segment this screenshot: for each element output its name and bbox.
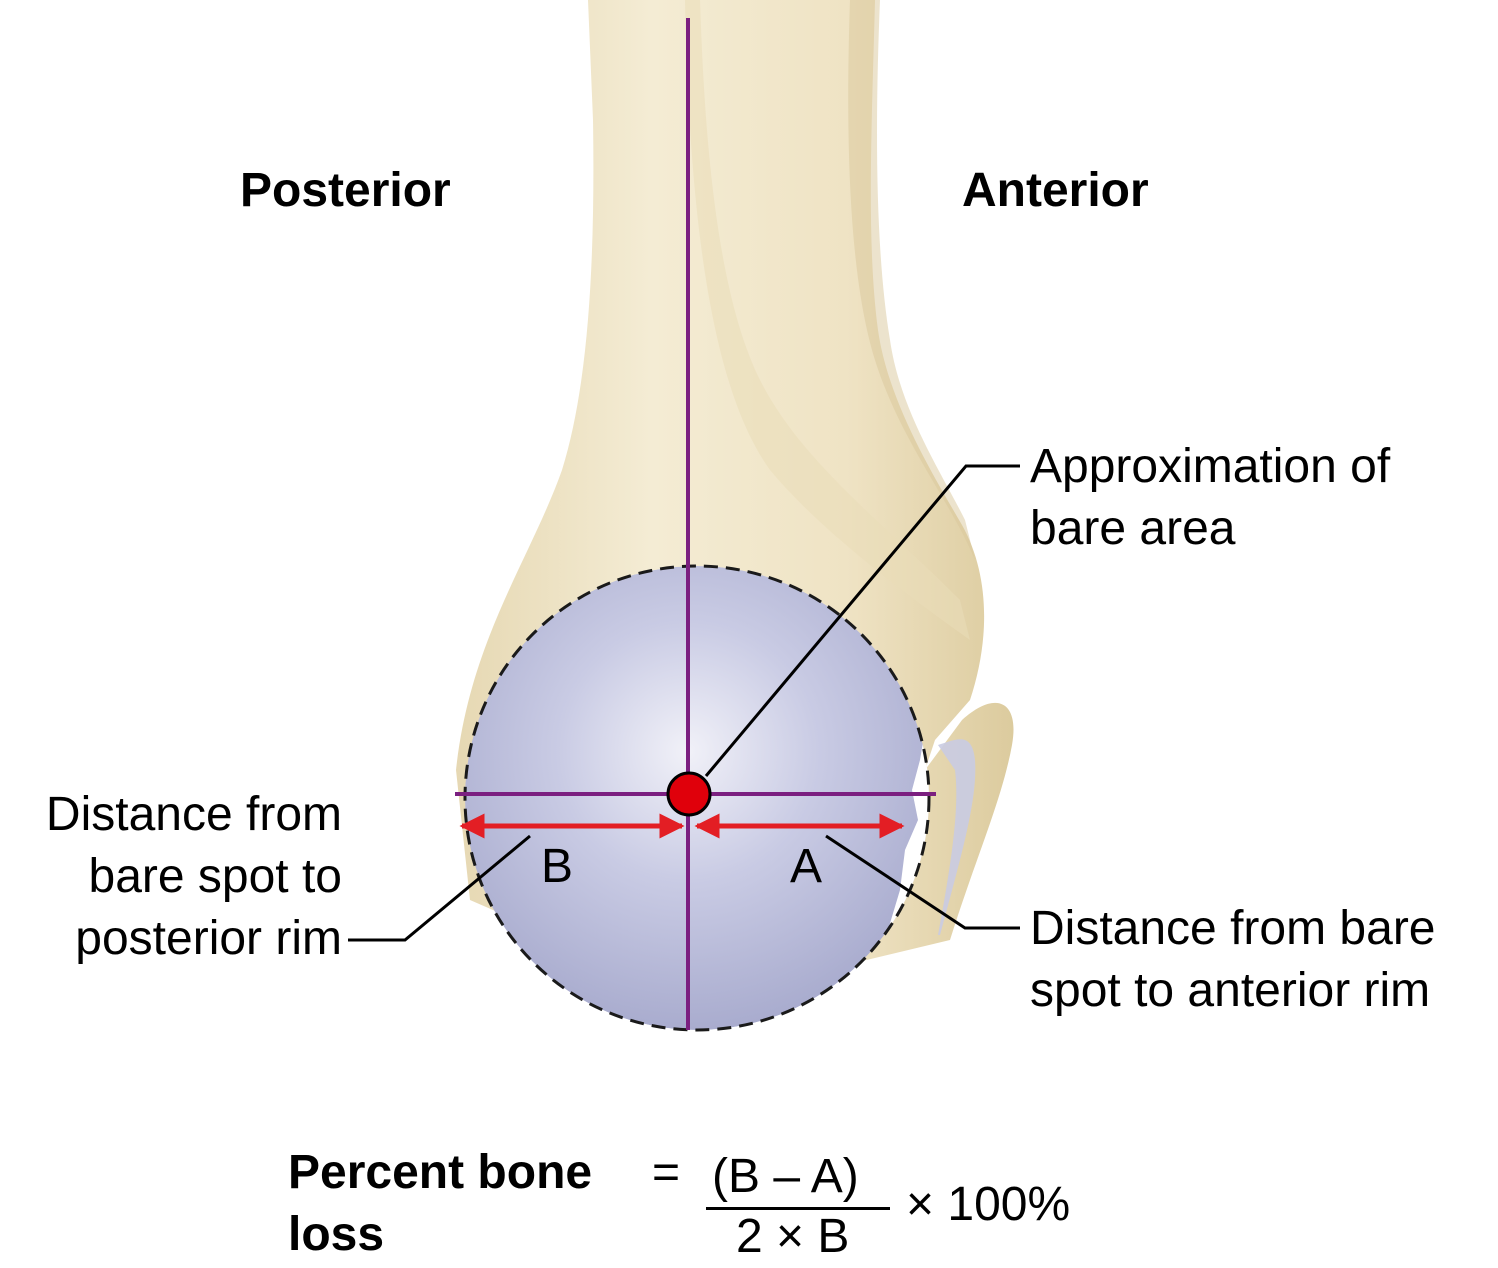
posterior-distance-line-2: bare spot to [88, 850, 343, 903]
measurement-b-label: B [541, 840, 574, 893]
posterior-label: Posterior [240, 164, 451, 217]
leader-bare-area [704, 464, 1020, 777]
bone-fragment-edge [938, 739, 976, 935]
bone-shadow-band-2 [848, 0, 975, 560]
measurement-a-label: A [790, 840, 823, 893]
formula-lhs: Percent bone loss [288, 1142, 592, 1266]
formula-denominator: 2 × B [736, 1210, 850, 1263]
glenoid-outline [463, 564, 931, 1032]
formula-lhs-line-2: loss [288, 1208, 385, 1261]
bare-area-label: Approximation of bare area [1030, 436, 1390, 560]
bare-area-line-1: Approximation of [1030, 440, 1391, 493]
anterior-distance-line-1: Distance from bare [1030, 902, 1436, 955]
leader-anterior [825, 834, 1020, 930]
formula-equals: = [652, 1146, 681, 1199]
posterior-distance-line-1: Distance from [45, 788, 342, 841]
posterior-distance-line-3: posterior rim [75, 912, 342, 965]
bare-spot [666, 771, 712, 817]
formula-multiplier: × 100% [906, 1178, 1071, 1231]
formula-fraction-bar [706, 1207, 890, 1210]
anterior-label: Anterior [962, 164, 1149, 217]
formula-lhs-line-1: Percent bone [288, 1146, 593, 1199]
leader-posterior [348, 834, 531, 942]
bare-area-line-2: bare area [1030, 502, 1236, 555]
anterior-distance-line-2: spot to anterior rim [1030, 964, 1431, 1017]
posterior-distance-label: Distance from bare spot to posterior rim [46, 784, 342, 970]
anterior-distance-label: Distance from bare spot to anterior rim [1030, 898, 1436, 1022]
bone-shadow-band [685, 0, 970, 640]
formula-numerator: (B – A) [712, 1150, 859, 1203]
